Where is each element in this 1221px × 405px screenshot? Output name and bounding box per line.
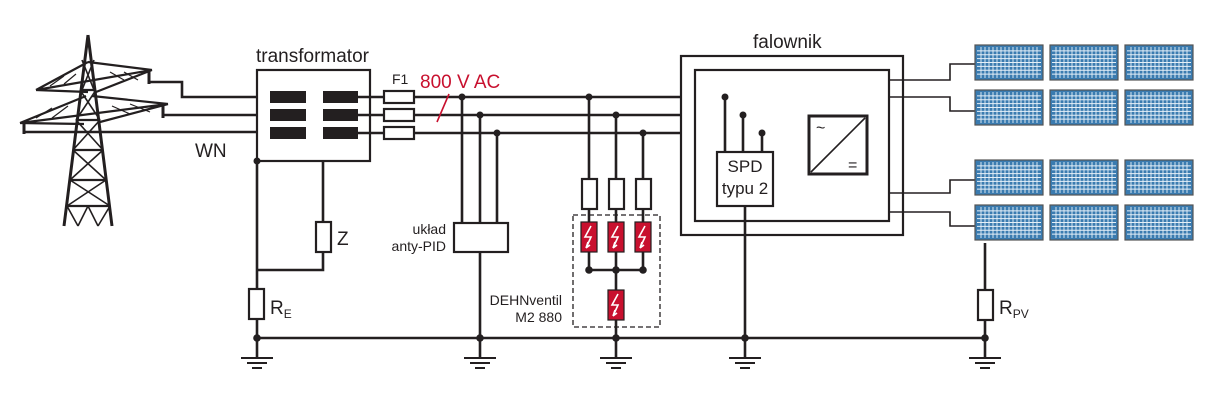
pv-panel-icon — [1124, 89, 1194, 126]
spd-varistor-icon — [607, 221, 625, 253]
transformer — [255, 68, 372, 163]
pv-panel-icon — [1049, 159, 1119, 196]
ground-icon — [600, 357, 632, 369]
dc-symbol: = — [848, 157, 857, 174]
ground-icon — [729, 357, 761, 369]
transformer-earthing — [247, 157, 333, 358]
fuse-label: F1 — [392, 71, 409, 87]
transformer-label: transformator — [256, 46, 370, 67]
pv-panel-icon — [974, 159, 1044, 196]
dehnventil-label-1: DEHNventil — [490, 292, 562, 308]
impedance-label: Z — [337, 229, 349, 250]
hv-lines — [24, 80, 270, 134]
dehnventil-spd — [572, 93, 661, 358]
ground-icon — [969, 357, 1001, 369]
inverter-label: falownik — [753, 32, 822, 53]
anti-pid-label-1: układ — [413, 221, 446, 237]
phase-marker — [436, 93, 450, 123]
pv-panel-icon — [1124, 204, 1194, 241]
earth-resistance-label: RE — [270, 298, 292, 321]
inverter: ~ = — [679, 54, 975, 358]
voltage-label: 800 V AC — [420, 72, 500, 93]
ground-icon — [464, 357, 496, 369]
transmission-tower-icon — [19, 34, 169, 227]
pv-panel-icon — [1049, 89, 1119, 126]
pv-earthing — [976, 243, 995, 358]
ground-icon — [241, 357, 273, 369]
dehnventil-label-2: M2 880 — [515, 309, 562, 325]
pv-panel-icon — [1049, 204, 1119, 241]
spd-varistor-icon — [580, 221, 598, 253]
spd-spark-gap-icon — [607, 289, 625, 321]
grid-label: WN — [195, 141, 227, 162]
anti-pid-unit — [452, 93, 510, 358]
pv-resistance-label: RPV — [999, 298, 1029, 321]
pv-panel-icon — [974, 89, 1044, 126]
inverter-spd-label-1: SPD — [728, 157, 763, 176]
pv-panel-icon — [974, 44, 1044, 81]
pv-array — [974, 44, 1194, 241]
pv-panel-icon — [1124, 44, 1194, 81]
ac-symbol: ~ — [816, 120, 825, 137]
anti-pid-label-2: anty-PID — [392, 238, 446, 254]
inverter-spd-label-2: typu 2 — [722, 179, 768, 198]
pv-panel-icon — [1124, 159, 1194, 196]
fuse-f1 — [382, 89, 416, 141]
pv-panel-icon — [1049, 44, 1119, 81]
ac-dc-converter-icon: ~ = — [807, 114, 869, 176]
spd-varistor-icon — [634, 221, 652, 253]
pv-panel-icon — [974, 204, 1044, 241]
